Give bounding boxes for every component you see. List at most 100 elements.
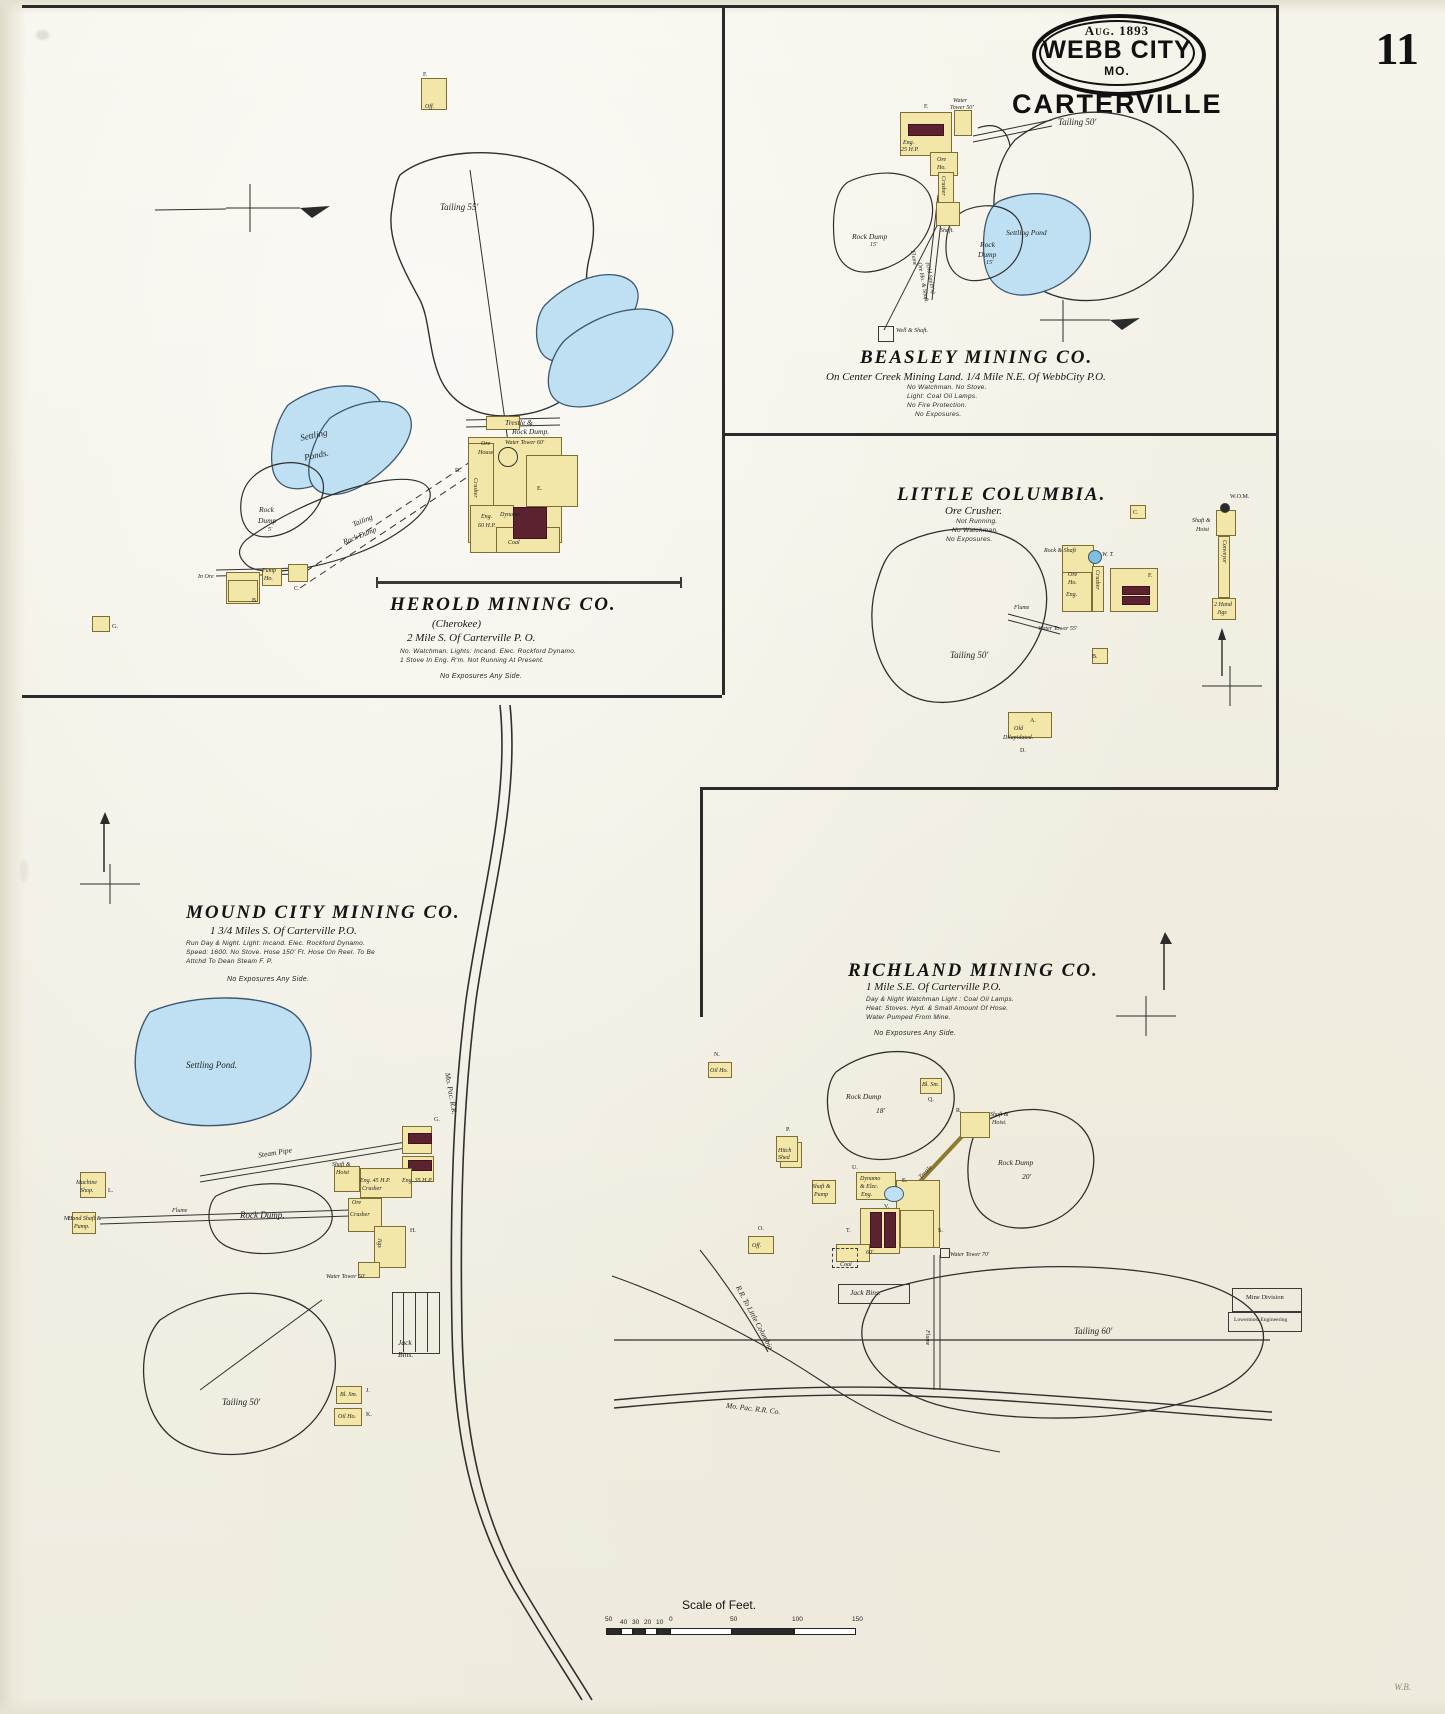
beasley-label-dump2: Dump [978,250,997,259]
herold-building-left-b2 [228,580,258,602]
littlecolumbia-title: LITTLE COLUMBIA. [897,484,1107,505]
moundcity-building-oil-ho [334,1408,362,1426]
littlecolumbia-building-small-b [1092,648,1108,664]
herold-label-e: E. [537,486,543,492]
richland-mine-division-box [1232,1288,1302,1312]
littlecolumbia-label-old: Old [1014,726,1023,732]
title-oval-inner [1039,20,1195,86]
herold-note-2: 1 Stove In Eng. R'm. Not Running At Pres… [400,657,545,664]
herold-building-c [288,564,308,582]
beasley-well-and-shaft [878,326,894,342]
richland-label-hoist: Hoist. [992,1120,1007,1126]
title-block: Aug. 1893 WEBB CITY MO. [1032,14,1206,96]
beasley-note-4: No Exposures. [915,411,962,418]
moundcity-jack-bins [392,1292,440,1354]
moundcity-building-crusher-row [360,1168,412,1198]
richland-label-shaft2: Shaft & [812,1184,831,1190]
scale-segment-7 [732,1628,794,1635]
richland-label-oil-ho: Oil Ho. [710,1068,728,1074]
richland-label-off: Off. [752,1243,762,1249]
richland-label-water-tower: Water Tower 70' [950,1252,990,1258]
richland-label-tailing: Tailing 60' [1074,1326,1113,1336]
scale-tick-50l: 50 [605,1616,613,1623]
richland-note-1: Day & Night Watchman Light : Coal Oil La… [866,996,1015,1003]
herold-label-dump-depth: 5' [268,527,273,533]
richland-building-jigs [900,1210,934,1248]
divider-upper-vertical [722,5,725,695]
beasley-label-dump2-depth: 15' [986,260,994,266]
moundcity-label-k: K. [366,1412,372,1418]
richland-label-hitch: Hitch [778,1148,792,1154]
richland-title: RICHLAND MINING CO. [848,960,1099,981]
beasley-label-ho: Ho. [937,165,946,171]
richland-label-rock-dump1-depth: 18' [876,1106,886,1115]
richland-small-dashed [832,1248,858,1268]
moundcity-building-blsm [336,1386,362,1404]
beasley-note-1: No Watchman. No Stove. [907,384,987,391]
sheet-number: 11 [1375,23,1419,74]
herold-label-rock: Rock [259,505,274,514]
herold-subtitle: 2 Mile S. Of Carterville P. O. [407,632,536,644]
littlecolumbia-label-tailing: Tailing 50' [950,650,989,660]
moundcity-jack-bin-line2 [415,1292,416,1352]
littlecolumbia-label-dilapidated: Dilapidated. [1003,735,1034,741]
richland-label-r: R. [956,1108,962,1114]
beasley-label-tailing: Tailing 50' [1058,117,1097,127]
scale-title: Scale of Feet. [682,1598,757,1612]
littlecolumbia-label-wt: W. T. [1102,552,1114,558]
littlecolumbia-label-wom: W.O.M. [1230,494,1250,500]
moundcity-label-l: L. [108,1188,114,1194]
herold-building-trestle-head [486,416,520,430]
moundcity-label-crusher-b: Crusher [350,1212,370,1218]
herold-building-g [92,616,110,632]
moundcity-label-water-tower: Water Tower 50' [326,1274,366,1280]
littlecolumbia-label-eng: Eng. [1066,592,1078,598]
scale-segment-5 [657,1628,670,1635]
richland-exposure: No Exposures Any Side. [874,1030,957,1037]
beasley-label-eng-hp: 25 H.P. [901,147,919,153]
moundcity-boiler-g [408,1133,432,1144]
divider-littlecolumbia-bottom [700,787,1278,790]
richland-label-rock-dump2: Rock Dump [998,1158,1034,1167]
littlecolumbia-building-small-a [1130,505,1146,519]
moundcity-label-j: J. [366,1388,370,1394]
paper-blot [36,30,49,40]
richland-building-shaft-pump [812,1180,836,1204]
paper-edge-left [0,0,26,1714]
beasley-label-shaft: Shaft. [940,228,954,234]
richland-label-jack-bins: Jack Bins. [850,1288,881,1297]
sheet-watermark: W.B. [1394,1682,1411,1692]
moundcity-label-machine: Machine [76,1180,97,1186]
herold-label-pump: Pump [262,568,276,574]
richland-label-flume: Flume [924,1330,930,1346]
moundcity-label-jigs: Jigs [376,1238,382,1248]
moundcity-label-h: H. [410,1228,416,1234]
moundcity-building-shaft-hoist [334,1166,360,1192]
divider-right-edge [1276,5,1279,787]
richland-label-shed: Shed [778,1155,790,1161]
littlecolumbia-note-3: No Exposures. [946,536,993,543]
herold-title: HEROLD MINING CO. [390,594,617,615]
richland-jack-bins [838,1284,910,1304]
beasley-boiler [908,124,944,136]
richland-building-p [776,1136,798,1162]
scale-tick-0: 0 [669,1616,673,1623]
moundcity-label-ore: Ore [352,1200,362,1206]
beasley-label-crusher: Crusher [940,176,946,196]
richland-label-dynamo: Dynamo [860,1176,881,1182]
herold-note-1: No. Watchman. Lights: Incand. Elec. Rock… [400,648,577,655]
scale-tick-40: 40 [620,1619,628,1626]
scale-tick-10: 10 [656,1619,664,1626]
richland-water-tower-mark [940,1248,950,1258]
beasley-label-rock2: Rock [980,240,995,249]
divider-herold-bottom [22,695,722,698]
richland-label-u: U. [852,1165,858,1171]
littlecolumbia-building-ore-eng [1062,572,1092,612]
moundcity-building-machine-shop [80,1172,106,1198]
herold-label-ore: Ore [481,441,491,447]
herold-exposure: No Exposures Any Side. [440,673,523,680]
herold-label-f: F. [423,72,428,78]
richland-mine-division-line2: Lowermost Engineering [1234,1317,1288,1323]
moundcity-label-eng35: Eng. 35 H.P. [402,1178,433,1184]
